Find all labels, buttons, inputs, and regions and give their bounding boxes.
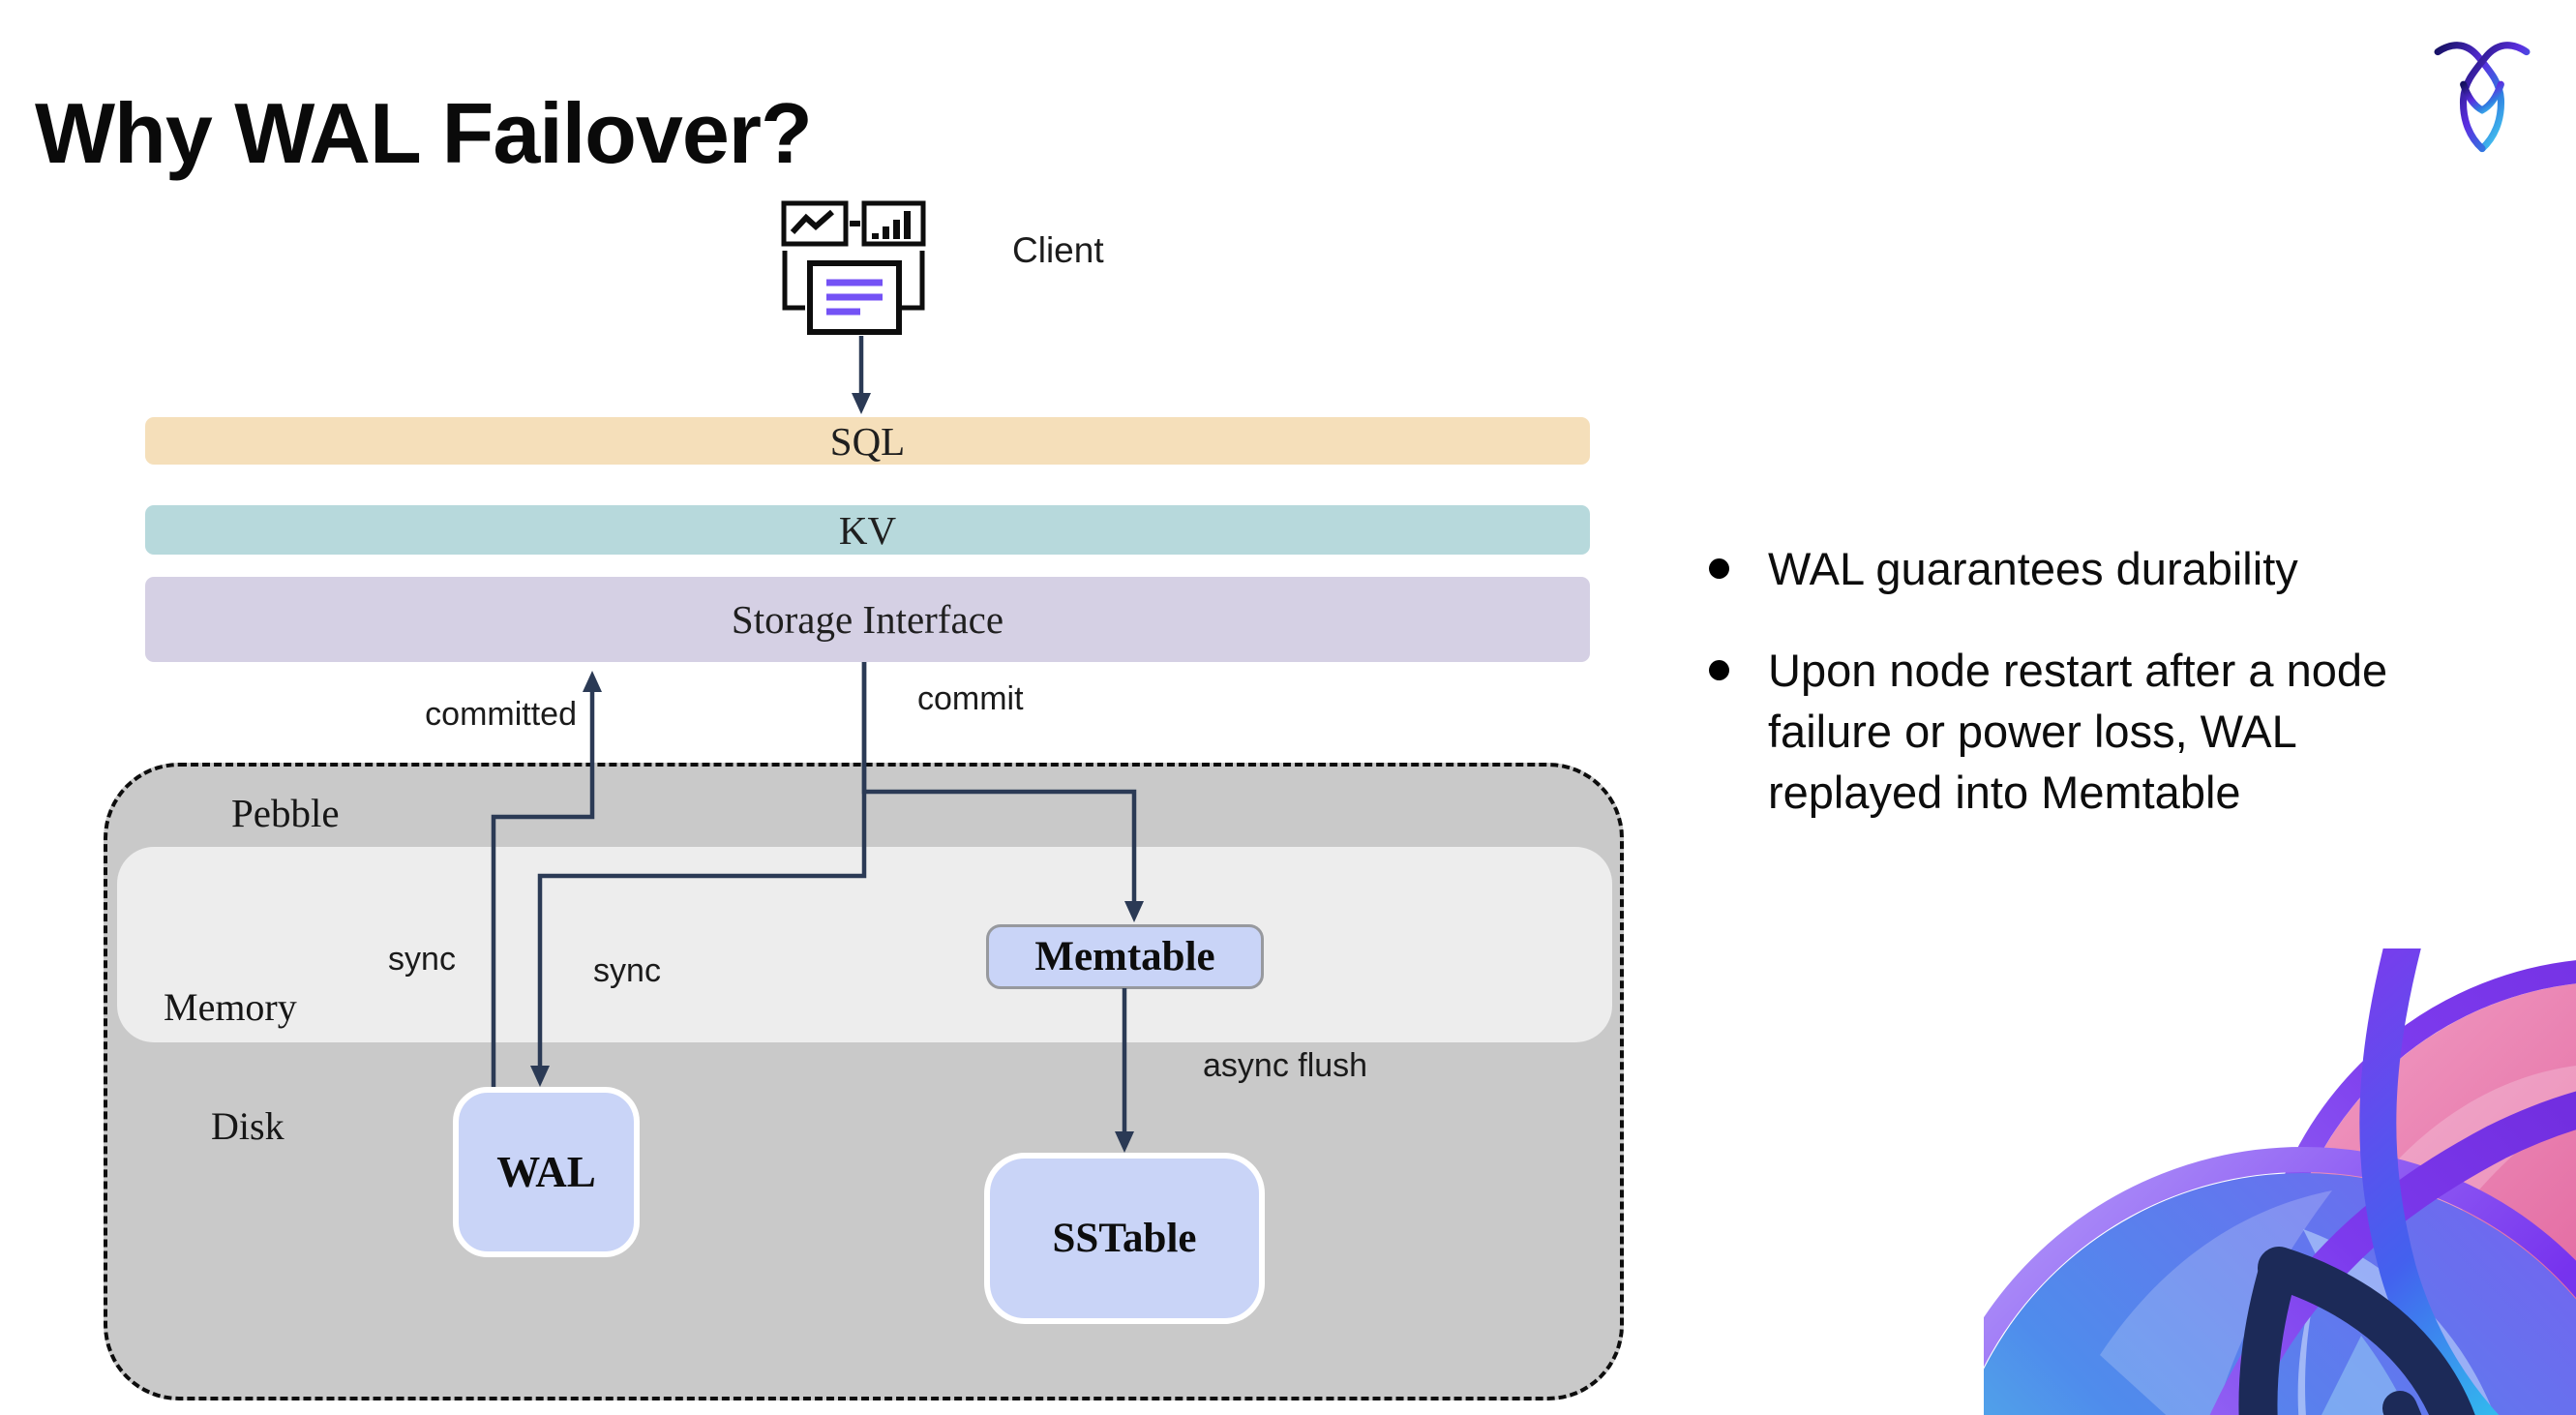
layer-sql: SQL [145, 417, 1590, 465]
memory-label: Memory [164, 985, 297, 1029]
memory-region: Memory [117, 847, 1612, 1042]
edge-label-committed: committed [425, 696, 577, 733]
layer-kv: KV [145, 505, 1590, 555]
layer-storage-label: Storage Interface [731, 597, 1004, 642]
edge-label-commit: commit [917, 680, 1024, 717]
disk-label: Disk [211, 1104, 285, 1148]
bullet-dot [1709, 660, 1729, 680]
cockroachdb-logo-icon [2433, 35, 2531, 161]
bullet-item: Upon node restart after a node failure o… [1709, 640, 2493, 823]
pebble-label: Pebble [231, 791, 340, 835]
node-memtable-label: Memtable [1034, 934, 1215, 979]
client-icon [780, 196, 927, 338]
node-memtable: Memtable [986, 924, 1264, 989]
client-label: Client [1012, 230, 1104, 270]
node-wal-label: WAL [496, 1148, 596, 1196]
edge-label-sync-left: sync [388, 941, 456, 978]
pebble-container: Pebble Memory Disk [104, 763, 1624, 1400]
edge-label-sync-right: sync [593, 952, 661, 989]
bullet-dot [1709, 558, 1729, 579]
node-wal: WAL [453, 1087, 640, 1257]
bullet-text: WAL guarantees durability [1768, 543, 2298, 594]
page-title: Why WAL Failover? [35, 84, 813, 181]
bullet-list: WAL guarantees durability Upon node rest… [1709, 538, 2493, 863]
layer-storage-interface: Storage Interface [145, 577, 1590, 662]
node-sstable-label: SSTable [1052, 1216, 1197, 1261]
bullet-text: Upon node restart after a node failure o… [1768, 645, 2388, 818]
edge-label-async-flush: async flush [1203, 1047, 1368, 1084]
layer-sql-label: SQL [829, 418, 906, 464]
bullet-item: WAL guarantees durability [1709, 538, 2493, 599]
layer-kv-label: KV [838, 507, 897, 553]
cockroachdb-brand-graphic [1984, 948, 2576, 1415]
node-sstable: SSTable [984, 1153, 1265, 1324]
